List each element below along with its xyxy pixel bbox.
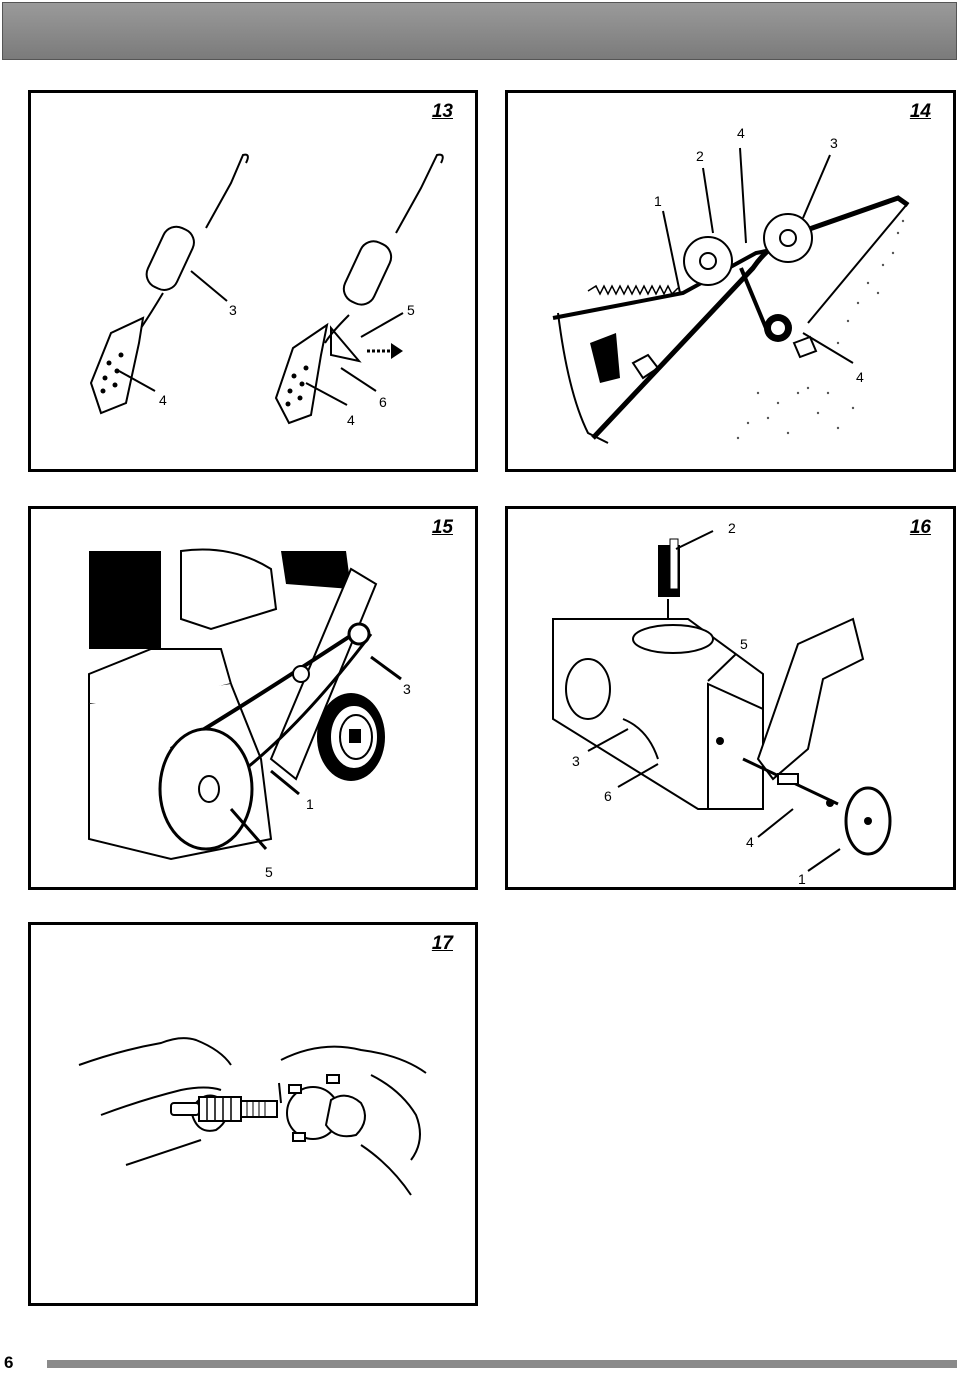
callout-3: 3	[830, 135, 838, 151]
callout-4: 4	[737, 125, 745, 141]
callout-4: 4	[159, 392, 167, 408]
figure-number: 14	[909, 101, 931, 122]
figure-14-illustration: 1 2 4 3 4	[552, 125, 910, 444]
figure-number: 16	[909, 517, 931, 538]
footer-bar	[47, 1360, 957, 1368]
figure-number: 13	[431, 101, 453, 122]
callout-2: 2	[696, 148, 704, 164]
callout-6: 6	[379, 394, 387, 410]
callout-3: 3	[403, 681, 411, 697]
callout-6: 6	[604, 788, 612, 804]
callout-5: 5	[265, 864, 273, 880]
callout-5: 5	[407, 302, 415, 318]
figure-15: 15 3 1 5	[28, 506, 478, 890]
figure-14: 14 1	[505, 90, 956, 472]
callout-4-lower: 4	[856, 369, 864, 385]
figure-16-illustration: 2 5 3 6 4 1	[552, 520, 892, 887]
figure-17: 17	[28, 922, 478, 1306]
callout-1: 1	[306, 796, 314, 812]
figure-15-illustration: 3 1 5	[88, 548, 411, 880]
figure-number: 17	[431, 933, 453, 954]
figure-13: 13 3 4 5 6 4	[28, 90, 478, 472]
callout-5: 5	[740, 636, 748, 652]
figure-13-illustration: 3 4 5 6 4	[89, 153, 444, 428]
callout-4-right: 4	[347, 412, 355, 428]
callout-2: 2	[728, 520, 736, 536]
figure-16: 16 2 5 3 6 4 1	[505, 506, 956, 890]
callout-1: 1	[654, 193, 662, 209]
figure-number: 15	[431, 517, 453, 538]
callout-3: 3	[572, 753, 580, 769]
callout-1: 1	[798, 871, 806, 887]
page-number: 6	[4, 1353, 14, 1372]
callout-4: 4	[746, 834, 754, 850]
callout-3: 3	[229, 302, 237, 318]
figure-17-illustration	[78, 1037, 427, 1196]
header-bar	[2, 2, 957, 60]
